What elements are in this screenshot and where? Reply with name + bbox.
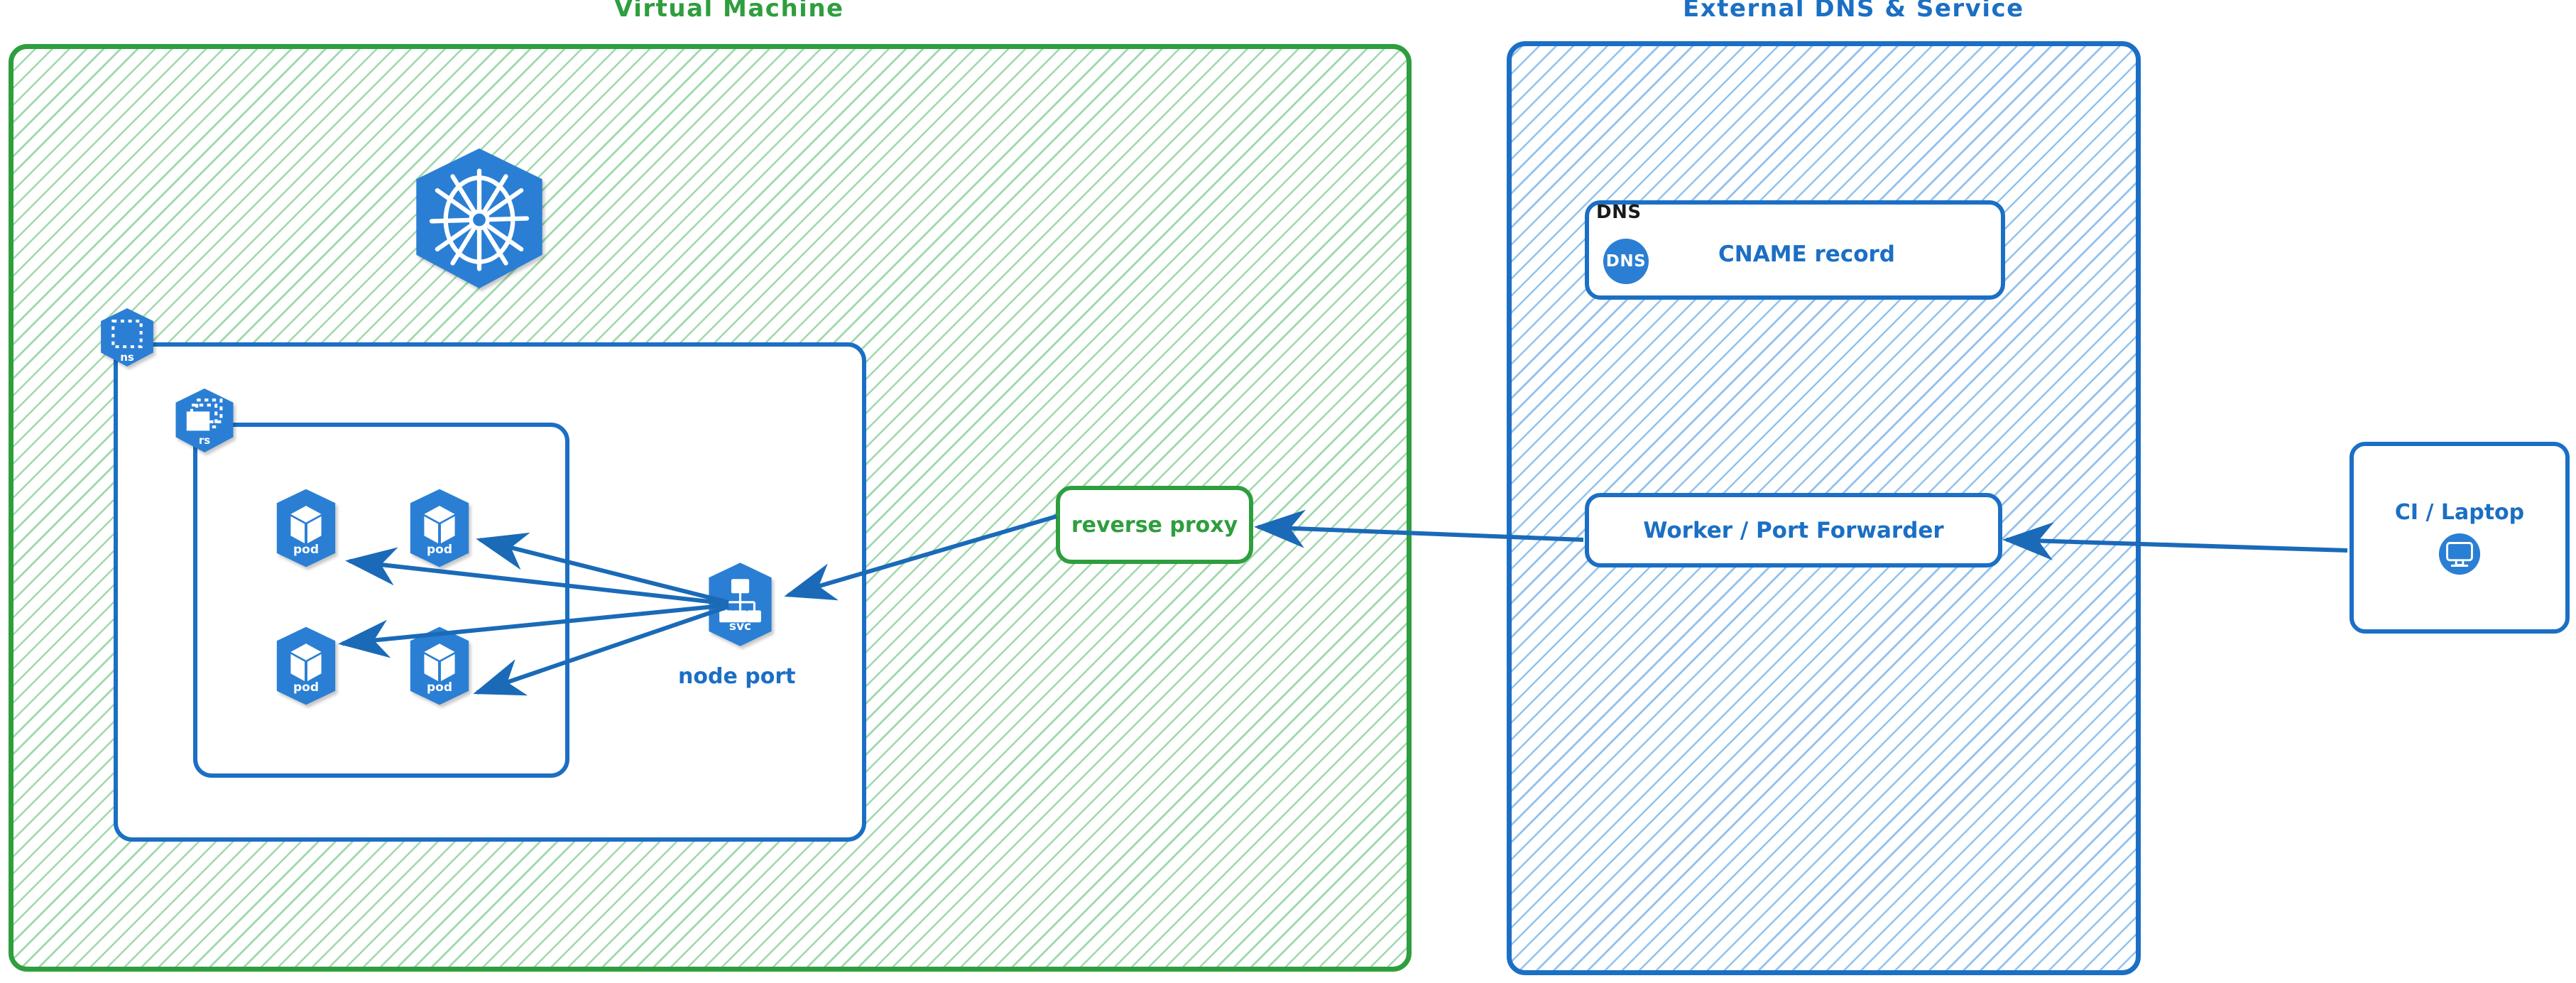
dns-card[interactable] [1585, 200, 2005, 300]
dns-card-tag: DNS [1596, 202, 1642, 223]
dns-badge-icon: DNS [1603, 239, 1649, 284]
cname-record-label: CNAME record [1718, 241, 1895, 267]
group-title-virtual-machine: Virtual Machine [614, 0, 844, 23]
pod-icon: pod [405, 625, 474, 707]
ci-laptop-node[interactable]: CI / Laptop [2349, 442, 2570, 634]
replicaset-icon: rs [173, 387, 236, 454]
reverse-proxy-label: reverse proxy [1071, 512, 1238, 538]
reverse-proxy-node[interactable]: reverse proxy [1056, 486, 1253, 564]
pod-icon: pod [271, 625, 341, 707]
worker-port-forwarder-label: Worker / Port Forwarder [1643, 517, 1944, 543]
replicaset-box [193, 423, 569, 778]
namespace-icon: ns [98, 307, 156, 368]
node-port-caption: node port [678, 664, 796, 689]
desktop-monitor-icon [2438, 532, 2482, 576]
service-icon: svc [703, 561, 777, 648]
worker-port-forwarder-node[interactable]: Worker / Port Forwarder [1585, 493, 2002, 567]
kubernetes-logo-icon [408, 146, 550, 291]
pod-icon: pod [405, 487, 474, 569]
ci-laptop-label: CI / Laptop [2394, 499, 2525, 525]
group-title-external-dns-service: External DNS & Service [1683, 0, 2024, 23]
pod-icon: pod [271, 487, 341, 569]
